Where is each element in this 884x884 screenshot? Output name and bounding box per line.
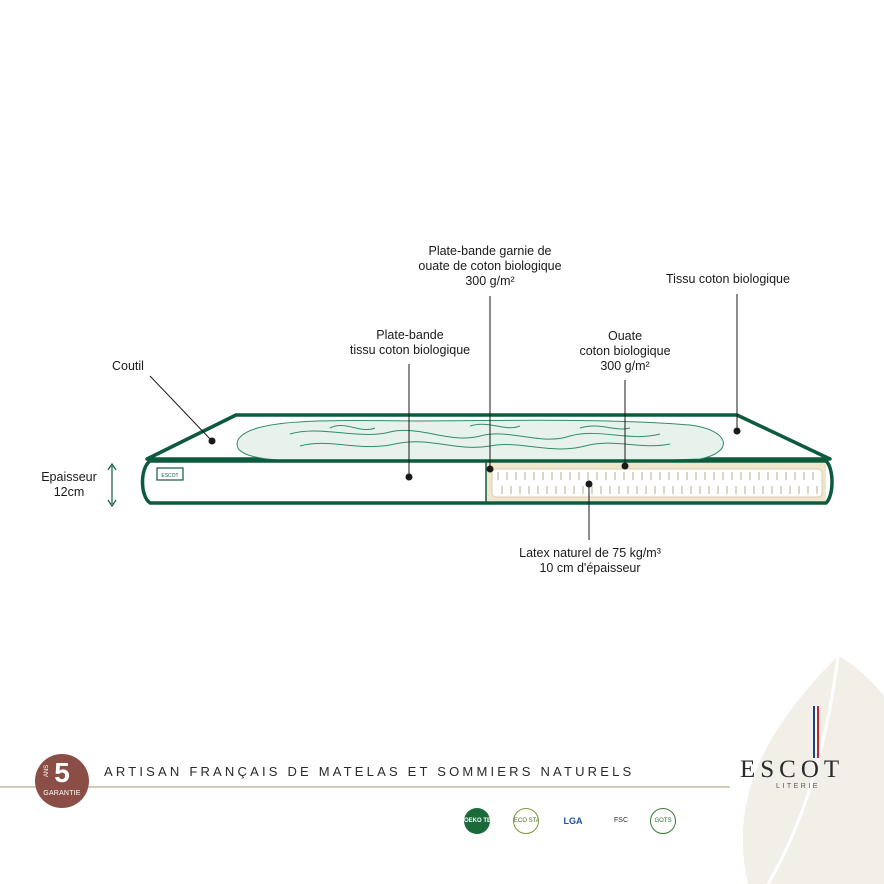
quilting-pattern <box>236 419 724 464</box>
callout-coutil: Coutil <box>112 359 144 373</box>
callout-plate-bande-garnie: Plate-bande garnie de ouate de coton bio… <box>418 244 562 288</box>
warranty-badge: ANS 5 GARANTIE <box>35 754 89 808</box>
leaf-watermark <box>742 656 884 884</box>
oeko-tex-logo: OEKO TEX <box>464 808 490 834</box>
brand-logo: ESCOT <box>740 756 845 783</box>
dot-plate-bande-garnie <box>486 465 494 473</box>
callout-epaisseur: Epaisseur 12cm <box>41 470 97 499</box>
footer-divider <box>0 786 730 788</box>
lga-logo: LGA <box>560 808 586 834</box>
dot-latex <box>585 480 593 488</box>
thickness-arrow <box>107 462 117 508</box>
brand-subtitle: LITERIE <box>776 783 820 790</box>
dot-coutil <box>208 437 216 445</box>
callout-plate-bande-tissu: Plate-bande tissu coton biologique <box>349 328 471 357</box>
gots-logo: GOTS <box>650 808 676 834</box>
callout-ouate: Ouate coton biologique 300 g/m² <box>579 329 671 373</box>
callout-tissu-coton: Tissu coton biologique <box>666 272 790 286</box>
badge-bottom-text: GARANTIE <box>43 790 81 797</box>
ecocert-logo: ECO STANDARD <box>513 808 539 834</box>
badge-number: 5 <box>54 757 70 788</box>
callout-latex: Latex naturel de 75 kg/m³ 10 cm d'épaiss… <box>519 546 661 575</box>
dot-tissu <box>733 427 741 435</box>
mattress-label-tag <box>156 467 184 481</box>
french-flag-icon <box>813 706 819 758</box>
footer-tagline: ARTISAN FRANÇAIS DE MATELAS ET SOMMIERS … <box>104 764 635 779</box>
dot-plate-bande <box>405 473 413 481</box>
dot-ouate <box>621 462 629 470</box>
mattress-label-text: ESCOT <box>161 473 178 479</box>
latex-cells <box>497 472 818 494</box>
fsc-logo: FSC <box>608 808 634 834</box>
